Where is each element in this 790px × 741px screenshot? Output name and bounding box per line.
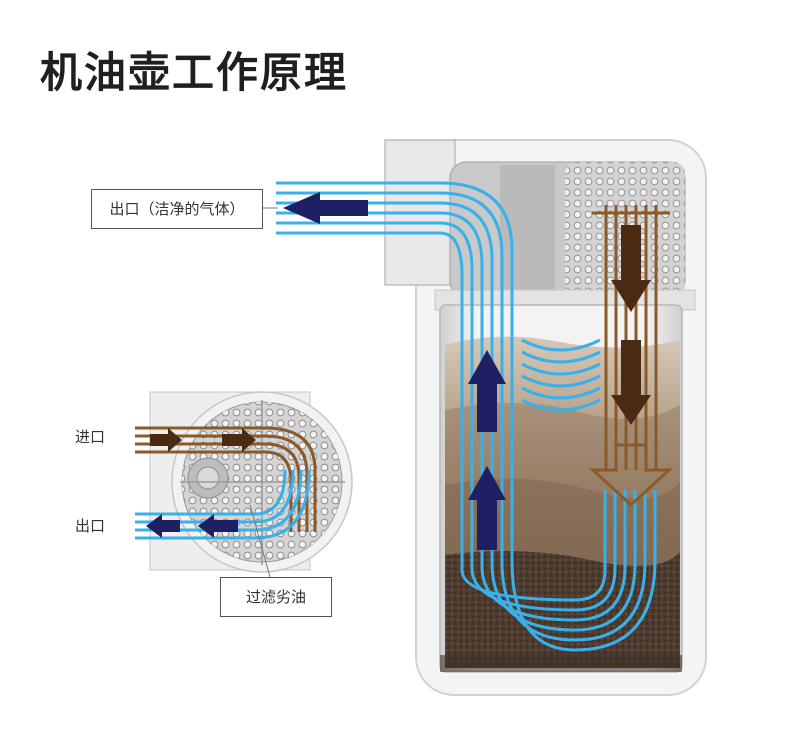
air-up-arrow-upper: [468, 350, 506, 432]
oil-down-arrow-upper: [611, 225, 651, 312]
top-view-fitting-inner: [196, 466, 220, 490]
oil-down-arrow-lower: [611, 340, 651, 425]
label-outlet-clean: 出口（洁净的气体）: [91, 189, 263, 229]
outlet-arrow-2: [198, 514, 238, 538]
can-bottom: [440, 655, 682, 672]
inlet-arrow-1: [150, 428, 182, 452]
page-title: 机油壶工作原理: [40, 48, 349, 97]
air-flow-path: [385, 181, 657, 652]
clean-air-out-arrow: [283, 192, 368, 224]
oil-drip-arrow-outline: [589, 443, 673, 508]
air-up-arrow-lower: [468, 466, 506, 550]
label-inlet: 进口: [75, 428, 106, 446]
catch-can-top-view: [149, 391, 353, 573]
filter-leader-line: [249, 504, 271, 578]
outlet-arrow-1: [146, 514, 180, 538]
label-outlet: 出口: [75, 517, 106, 535]
label-filter: 过滤劣油: [220, 577, 332, 617]
inlet-arrow-2: [222, 428, 256, 452]
